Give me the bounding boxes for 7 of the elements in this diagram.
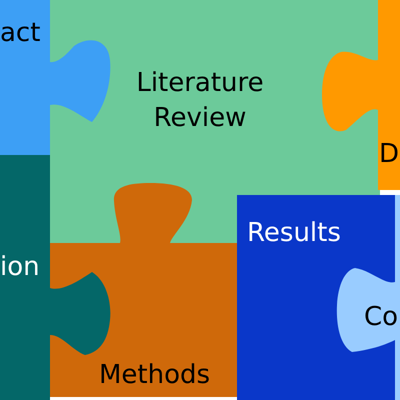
piece-label: Literature Review xyxy=(135,67,265,135)
piece-label: ion xyxy=(0,251,40,284)
piece-label: act xyxy=(0,17,40,50)
piece-label: Co xyxy=(364,301,398,334)
piece-label: D xyxy=(379,138,400,171)
piece-label: Results xyxy=(247,217,341,250)
piece-label: Methods xyxy=(99,359,210,392)
